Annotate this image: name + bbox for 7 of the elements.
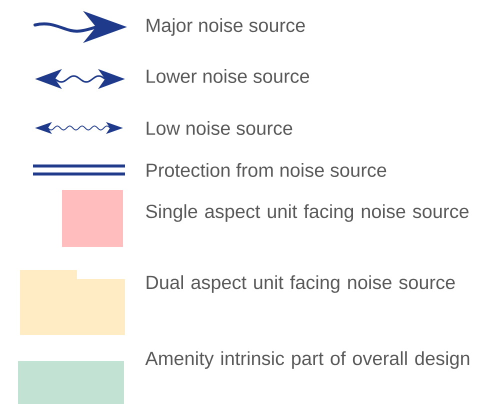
legend-text: Amenity intrinsic part of overall design (145, 351, 470, 369)
legend-text: Single aspect unit facing noise source (146, 204, 469, 222)
legend-text: Protection from noise source (146, 163, 386, 177)
legend-text: Low noise source (146, 121, 292, 135)
legend-text: Dual aspect unit facing noise source (146, 275, 455, 293)
legend-text: Lower noise source (146, 69, 310, 83)
legend-text: Major noise source (146, 18, 305, 36)
